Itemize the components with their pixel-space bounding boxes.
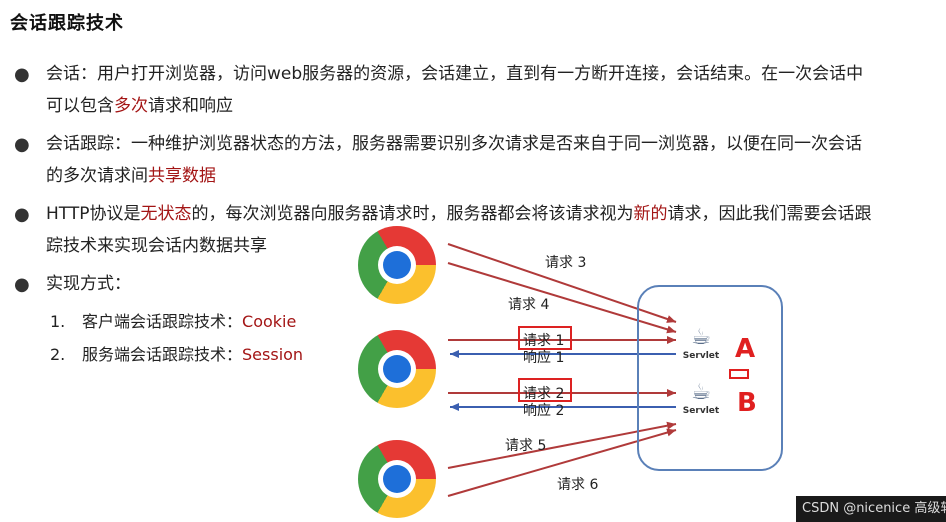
bullet-text-line: 的多次请求间共享数据: [46, 166, 216, 186]
label-request-5: 请求 5: [505, 438, 547, 454]
server-container: [637, 285, 783, 471]
label-request-6: 请求 6: [557, 477, 599, 493]
servlet-a: ☕ Servlet: [680, 325, 722, 369]
bullet-text-line: 会话：用户打开浏览器，访问web服务器的资源，会话建立，直到有一方断开连接，会话…: [46, 64, 864, 84]
letter-b: B: [737, 388, 757, 418]
servlet-b: ☕ Servlet: [680, 380, 722, 424]
highlight-text: 无状态: [140, 204, 192, 224]
label-request-1: 请求 1: [523, 333, 565, 349]
highlight-text: 共享数据: [148, 166, 216, 186]
label-request-2: 请求 2: [523, 386, 565, 402]
bullet-session-definition: 会话：用户打开浏览器，访问web服务器的资源，会话建立，直到有一方断开连接，会话…: [46, 58, 926, 122]
label-response-1: 响应 1: [523, 350, 565, 366]
label-response-2: 响应 2: [523, 403, 565, 419]
bullet-text-line: 会话跟踪：一种维护浏览器状态的方法，服务器需要识别多次请求是否来自于同一浏览器，…: [46, 134, 862, 154]
bullet-dot: ●: [14, 204, 30, 225]
chrome-browser-icon: [358, 440, 436, 518]
bullet-text-line: 可以包含多次请求和响应: [46, 96, 233, 116]
bullet-text-line: 踪技术来实现会话内数据共享: [46, 236, 267, 256]
bullet-text-line: 实现方式：: [46, 274, 131, 294]
letter-a: A: [735, 334, 756, 364]
highlight-text: Session: [242, 345, 304, 364]
method-session: 2.服务端会话跟踪技术：Session: [50, 345, 304, 364]
label-request-3: 请求 3: [545, 255, 587, 271]
label-request-4: 请求 4: [508, 297, 550, 313]
slide-title: 会话跟踪技术: [10, 13, 124, 34]
java-cup-icon: ☕: [691, 325, 711, 350]
highlight-text: 新的: [633, 204, 668, 224]
chrome-browser-icon: [358, 330, 436, 408]
chrome-browser-icon: [358, 226, 436, 304]
java-cup-icon: ☕: [691, 380, 711, 405]
bullet-text-line: HTTP协议是无状态的，每次浏览器向服务器请求时，服务器都会将该请求视为新的请求…: [46, 204, 872, 224]
bullet-dot: ●: [14, 274, 30, 295]
watermark-footer: CSDN @nicenice 高级软件人才: [796, 496, 946, 522]
bullet-http-stateless: HTTP协议是无状态的，每次浏览器向服务器请求时，服务器都会将该请求视为新的请求…: [46, 198, 926, 262]
highlight-text: Cookie: [242, 312, 297, 331]
highlight-text: 多次: [114, 96, 148, 116]
bullet-session-tracking: 会话跟踪：一种维护浏览器状态的方法，服务器需要识别多次请求是否来自于同一浏览器，…: [46, 128, 926, 192]
bullet-dot: ●: [14, 134, 30, 155]
method-cookie: 1.客户端会话跟踪技术：Cookie: [50, 312, 297, 331]
bullet-dot: ●: [14, 64, 30, 85]
bullet-implementation: 实现方式：: [46, 268, 926, 300]
